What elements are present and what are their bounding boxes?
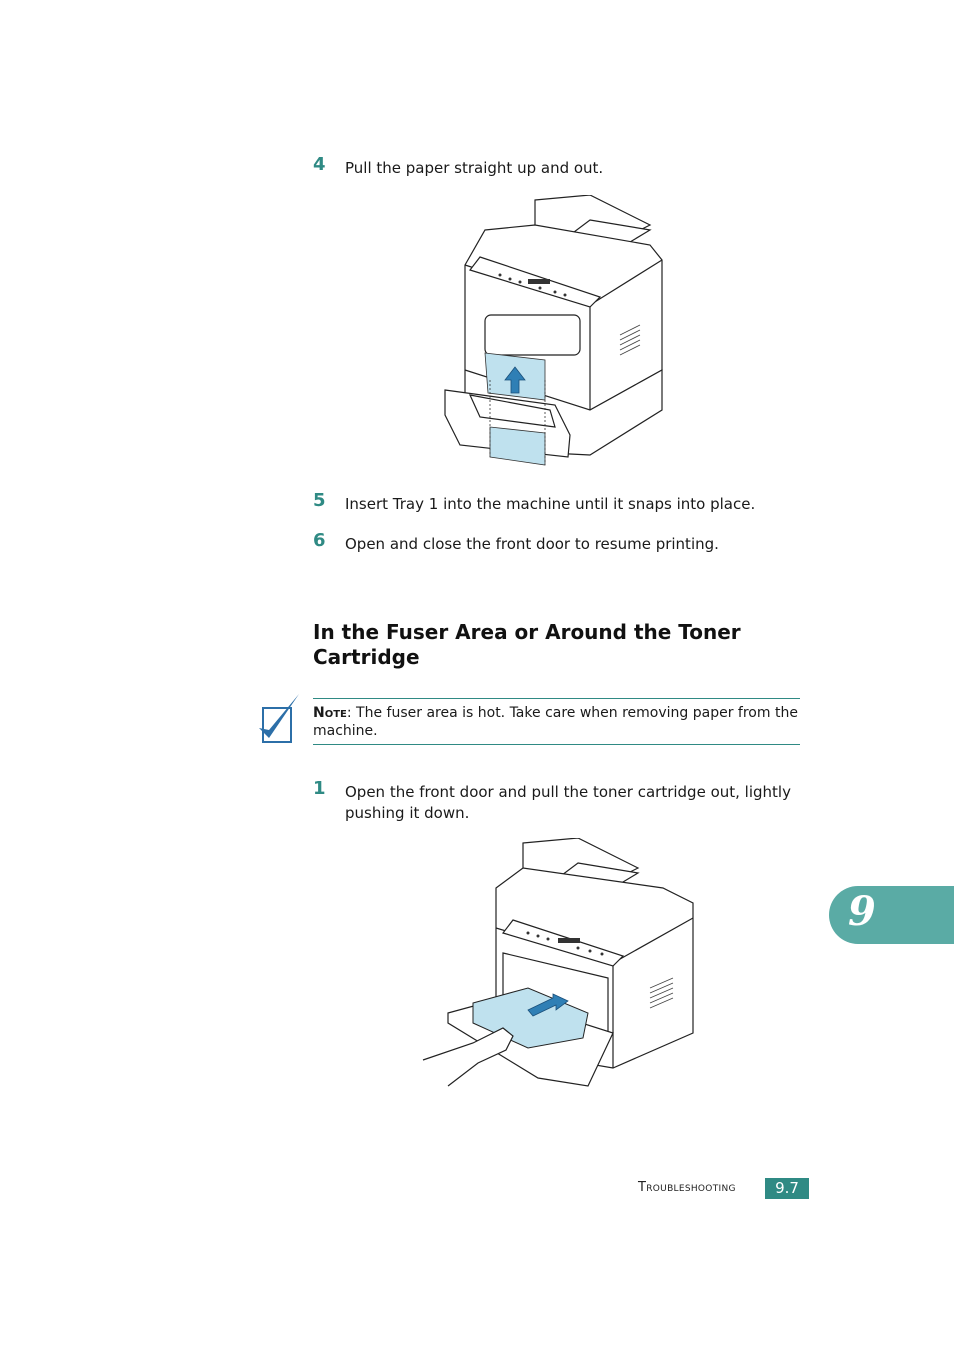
note-text: : The fuser area is hot. Take care when … bbox=[313, 705, 798, 739]
step-4: 4 Pull the paper straight up and out. bbox=[313, 154, 803, 179]
section-heading: In the Fuser Area or Around the Toner Ca… bbox=[313, 620, 741, 669]
checkmark-note-icon bbox=[259, 694, 299, 743]
arrow-out-icon bbox=[527, 993, 569, 1017]
chapter-tab bbox=[829, 886, 954, 944]
page-number: 9.7 bbox=[765, 1178, 809, 1199]
step-text: Open and close the front door to resume … bbox=[345, 535, 719, 553]
step-5: 5 Insert Tray 1 into the machine until i… bbox=[313, 490, 803, 515]
step-number: 6 bbox=[313, 530, 326, 551]
step-text: Pull the paper straight up and out. bbox=[345, 159, 604, 177]
printer-toner-removal-illustration bbox=[422, 838, 694, 1087]
footer-section-label: Troubleshooting bbox=[638, 1180, 736, 1195]
step-number: 5 bbox=[313, 490, 326, 511]
note-box: Note: The fuser area is hot. Take care w… bbox=[313, 698, 800, 745]
step-6: 6 Open and close the front door to resum… bbox=[313, 530, 803, 555]
step-number: 4 bbox=[313, 154, 326, 175]
chapter-number: 9 bbox=[848, 888, 876, 935]
printer-paper-removal-illustration bbox=[444, 195, 663, 466]
step-text: Insert Tray 1 into the machine until it … bbox=[345, 495, 756, 513]
step-1: 1 Open the front door and pull the toner… bbox=[313, 778, 803, 824]
arrow-up-icon bbox=[504, 366, 526, 394]
note-label: Note bbox=[313, 705, 347, 721]
step-number: 1 bbox=[313, 778, 326, 799]
step-text: Open the front door and pull the toner c… bbox=[345, 783, 791, 822]
